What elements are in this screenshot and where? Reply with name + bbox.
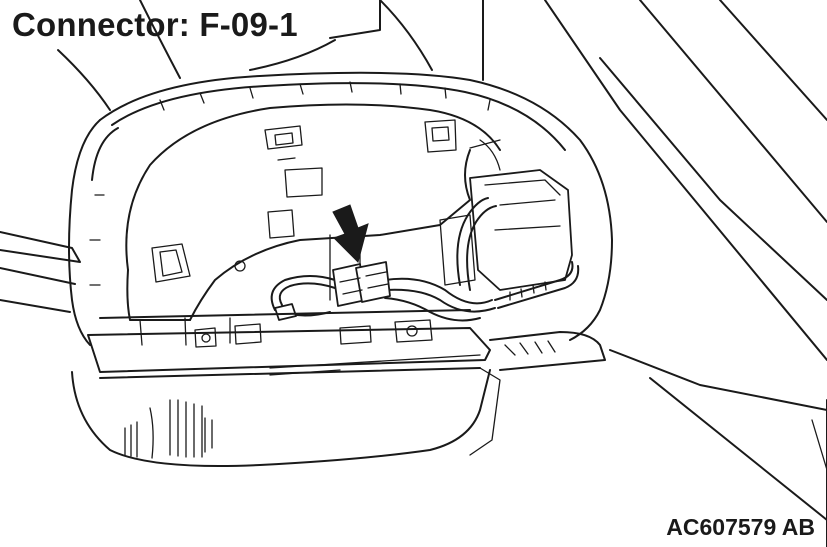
wire-harness (270, 197, 580, 322)
mirror-housing (68, 71, 613, 346)
callout-arrow (332, 204, 369, 263)
turn-signal-lamp (71, 367, 501, 467)
figure-code: AC607579 AB (666, 514, 815, 540)
mirror-motor-unit (439, 139, 573, 291)
connector-f-09-1 (332, 261, 391, 307)
mirror-mount-bracket (57, 0, 484, 111)
mirror-glass-frame (87, 309, 606, 376)
figure-title: Connector: F-09-1 (12, 6, 298, 43)
mirror-inner-cavity (125, 103, 501, 321)
